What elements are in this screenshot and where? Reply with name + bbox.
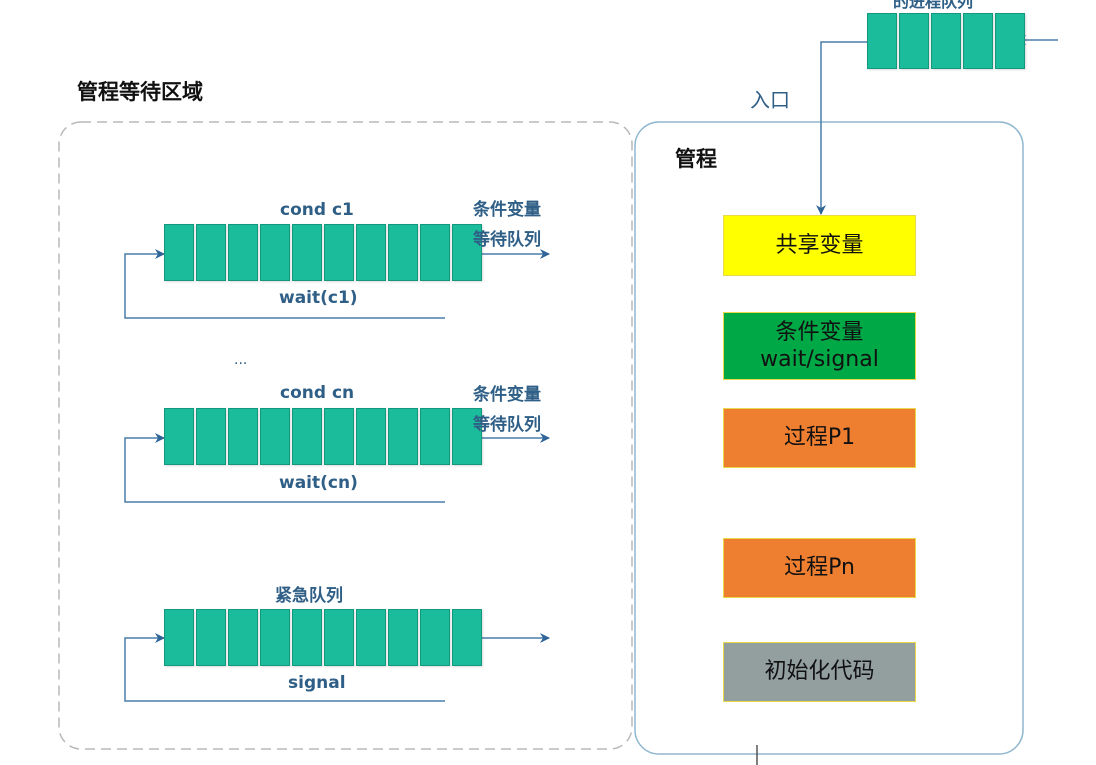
- procedure-p1-box: 过程P1: [723, 408, 916, 468]
- q1-side-label-1: 条件变量: [473, 200, 541, 220]
- queue-cell: [164, 224, 194, 281]
- top-process-queue: [867, 13, 1025, 69]
- condition-variables-label: 条件变量: [775, 319, 864, 345]
- queue-cell: [292, 408, 322, 465]
- queue-cell: [388, 609, 418, 666]
- init-code-label: 初始化代码: [764, 659, 875, 685]
- queue-cell: [196, 408, 226, 465]
- queue-cell: [995, 13, 1025, 69]
- queue-cell: [420, 609, 450, 666]
- urgent-bottom-label: signal: [288, 673, 346, 693]
- queue-cell: [867, 13, 897, 69]
- queue-cell: [899, 13, 929, 69]
- init-code-box: 初始化代码: [723, 642, 916, 702]
- qn-top-label: cond cn: [280, 383, 355, 403]
- cond-c1-queue: [164, 224, 482, 281]
- q1-side-label-2: 等待队列: [473, 230, 541, 250]
- waiting-area-border: [58, 121, 633, 750]
- q1-loop-arrow: [124, 249, 445, 319]
- queue-cell: [324, 609, 354, 666]
- queue-cell: [260, 408, 290, 465]
- top-queue-label: 的进程队列: [893, 0, 974, 11]
- q1-top-label: cond c1: [280, 200, 354, 220]
- queue-cell: [452, 609, 482, 666]
- entry-label: 入口: [750, 88, 790, 112]
- queue-cell: [963, 13, 993, 69]
- queue-cell: [324, 408, 354, 465]
- queue-cell: [164, 609, 194, 666]
- qn-bottom-label: wait(cn): [279, 473, 358, 493]
- qn-side-label-1: 条件变量: [473, 385, 541, 405]
- procedure-pn-box: 过程Pn: [723, 538, 916, 598]
- condition-variables-box: 条件变量 wait/signal: [723, 312, 916, 380]
- entry-arrow: [816, 41, 867, 215]
- queue-cell: [228, 609, 258, 666]
- queue-cell: [420, 224, 450, 281]
- procedure-pn-label: 过程Pn: [784, 555, 855, 581]
- cond-cn-queue: [164, 408, 482, 465]
- queue-cell: [324, 224, 354, 281]
- qn-loop-arrow: [124, 433, 445, 503]
- queue-cell: [420, 408, 450, 465]
- queue-cell: [356, 408, 386, 465]
- queue-cell: [292, 609, 322, 666]
- queue-cell: [356, 224, 386, 281]
- monitor-border: [634, 121, 1024, 755]
- queue-cell: [228, 224, 258, 281]
- queue-cell: [164, 408, 194, 465]
- procedure-p1-label: 过程P1: [783, 425, 856, 451]
- queue-cell: [388, 408, 418, 465]
- ellipsis: ...: [234, 352, 248, 368]
- queue-cell: [452, 408, 482, 465]
- queue-cell: [260, 224, 290, 281]
- queue-cell: [260, 609, 290, 666]
- queue-cell: [931, 13, 961, 69]
- urgent-queue: [164, 609, 482, 666]
- queue-cell: [452, 224, 482, 281]
- queue-cell: [388, 224, 418, 281]
- urgent-loop-arrow: [124, 633, 445, 702]
- qn-side-label-2: 等待队列: [473, 415, 541, 435]
- queue-cell: [196, 224, 226, 281]
- waiting-area-title: 管程等待区域: [77, 80, 203, 104]
- q1-bottom-label: wait(c1): [279, 288, 358, 308]
- urgent-queue-label: 紧急队列: [275, 586, 343, 606]
- shared-variables-box: 共享变量: [723, 215, 916, 276]
- wait-signal-label: wait/signal: [760, 347, 879, 372]
- monitor-title: 管程: [675, 147, 717, 171]
- queue-cell: [228, 408, 258, 465]
- queue-cell: [196, 609, 226, 666]
- queue-cell: [356, 609, 386, 666]
- shared-variables-label: 共享变量: [775, 232, 864, 258]
- queue-cell: [292, 224, 322, 281]
